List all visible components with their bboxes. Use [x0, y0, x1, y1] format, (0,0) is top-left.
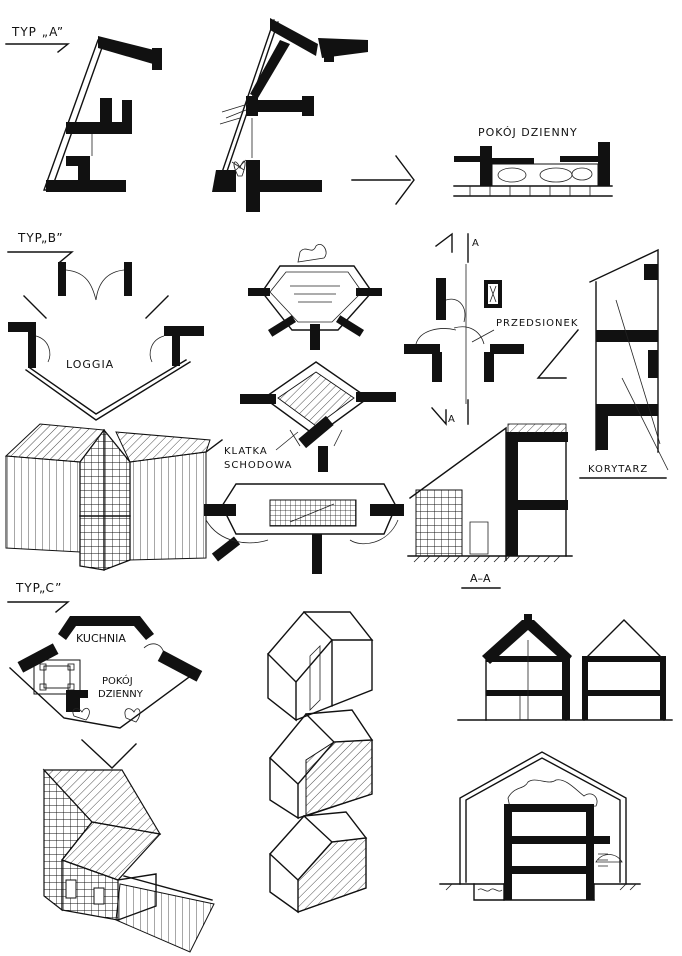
greenhouse-iso-3	[269, 811, 368, 914]
section-aa: A–A	[407, 423, 573, 589]
kuchnia-label: KUCHNIA	[76, 632, 126, 645]
stair-hall-plan-top	[248, 244, 382, 350]
typ-a-section: TYP „A”	[5, 18, 613, 212]
greenhouse-iso-2	[269, 709, 374, 820]
typ-a-pokoj-dzienny-detail: POKÓJ DZIENNY	[453, 126, 613, 197]
typ-c-house-sections	[457, 614, 673, 721]
greenhouse-section	[439, 751, 641, 901]
typ-a-arrow-underline	[5, 43, 70, 53]
section-marker-top: A	[472, 238, 479, 249]
typ-a-label: TYP „A”	[11, 25, 64, 39]
przedsionek-plan: A A PRZEDSIONEK	[404, 232, 579, 426]
klatka-pointer	[275, 431, 299, 451]
pokoj-c-label: POKÓJ	[102, 674, 133, 687]
typ-b-label: TYP„B”	[17, 231, 64, 245]
section-marker-bottom: A	[448, 414, 455, 425]
greenhouse-iso-1	[267, 610, 374, 722]
typ-b-perspective	[4, 423, 223, 571]
stair-hall-plan-middle	[240, 361, 396, 472]
dzienny-c-label: DZIENNY	[98, 689, 144, 700]
typ-b-arrow-underline	[7, 251, 74, 263]
typ-c-arrow-underline	[7, 601, 70, 613]
korytarz-section: KORYTARZ	[579, 248, 669, 479]
korytarz-label: KORYTARZ	[588, 464, 648, 475]
typ-a-plan-1	[43, 36, 162, 192]
typ-a-plan-2	[212, 18, 368, 212]
typ-b-lower-plan	[204, 483, 404, 574]
loggia-plan: LOGGIA	[8, 262, 204, 421]
pokoj-dzienny-label: POKÓJ DZIENNY	[478, 126, 578, 139]
schodowa-label: SCHODOWA	[224, 460, 292, 471]
typ-c-perspective	[42, 768, 215, 953]
kuchnia-plan: KUCHNIA POKÓJ DZIENNY	[9, 616, 203, 769]
typ-a-transition-arrow	[351, 155, 415, 205]
loggia-label: LOGGIA	[66, 358, 114, 371]
klatka-label: KLATKA	[224, 446, 268, 457]
przedsionek-label: PRZEDSIONEK	[496, 318, 578, 329]
typ-c-section: TYP„C” KUCHNIA POKÓJ DZIENNY	[7, 581, 673, 953]
typ-c-label: TYP„C”	[15, 581, 62, 595]
typ-b-section: TYP„B” LOGGIA	[4, 231, 669, 589]
section-aa-label: A–A	[470, 572, 491, 585]
